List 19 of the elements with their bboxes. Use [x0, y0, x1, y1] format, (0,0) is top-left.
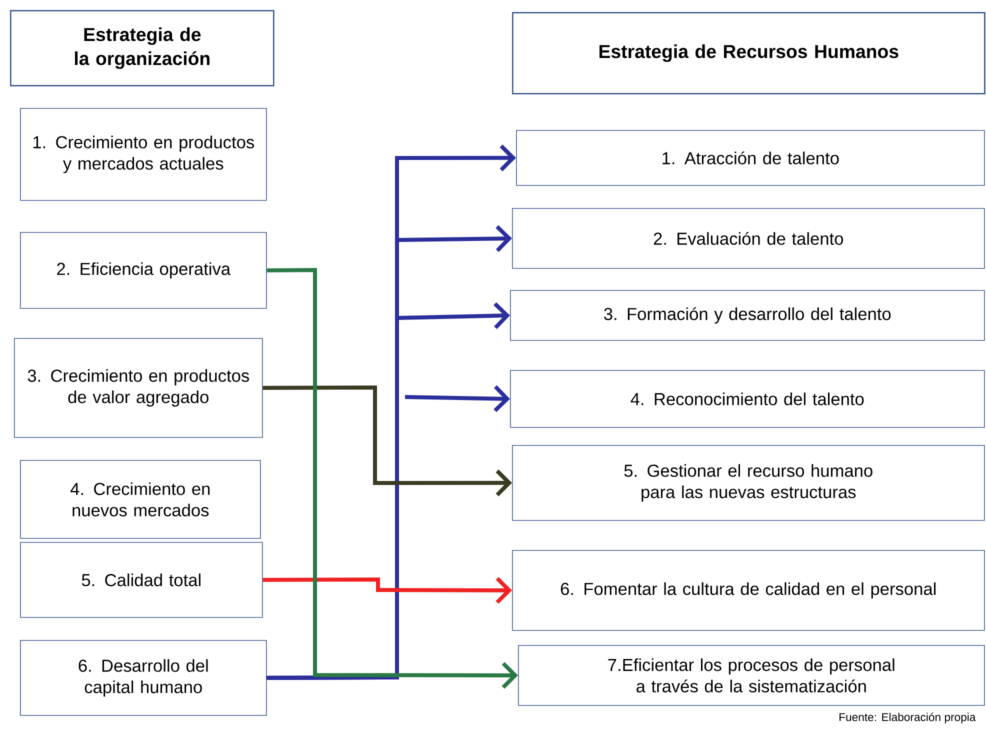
header-box: Estrategia de la organización	[10, 10, 274, 86]
strategy-box: 2. Eficiencia operativa	[20, 232, 267, 309]
strategy-box: 4. Crecimiento en nuevos mercados	[20, 460, 261, 539]
arrow	[404, 385, 510, 412]
header-box: Estrategia de Recursos Humanos	[512, 12, 986, 94]
strategy-box: 1. Atracción de talento	[516, 130, 985, 186]
strategy-box: 6. Fomentar la cultura de calidad en el personal	[512, 550, 985, 631]
arrow	[262, 576, 512, 604]
strategy-box: 4. Reconocimiento del talento	[510, 370, 985, 428]
caption: Fuente: Elaboración propia	[840, 712, 976, 724]
strategy-box: 6. Desarrollo del capital humano	[20, 640, 267, 716]
strategy-box: 5. Gestionar el recurso humano para las nuevas estructuras	[512, 445, 985, 521]
strategy-box: 3. Formación y desarrollo del talento	[510, 290, 985, 341]
strategy-box: 5. Calidad total	[20, 542, 263, 618]
strategy-box: 1. Crecimiento en productos y mercados actuales	[20, 108, 267, 201]
strategy-box: 3. Crecimiento en productos de valor agregado	[14, 338, 263, 438]
strategy-box: 7.Eficientar los procesos de personal a través de la sistematización	[518, 645, 985, 706]
arrow	[262, 386, 512, 496]
strategy-box: 2. Evaluación de talento	[512, 208, 985, 269]
